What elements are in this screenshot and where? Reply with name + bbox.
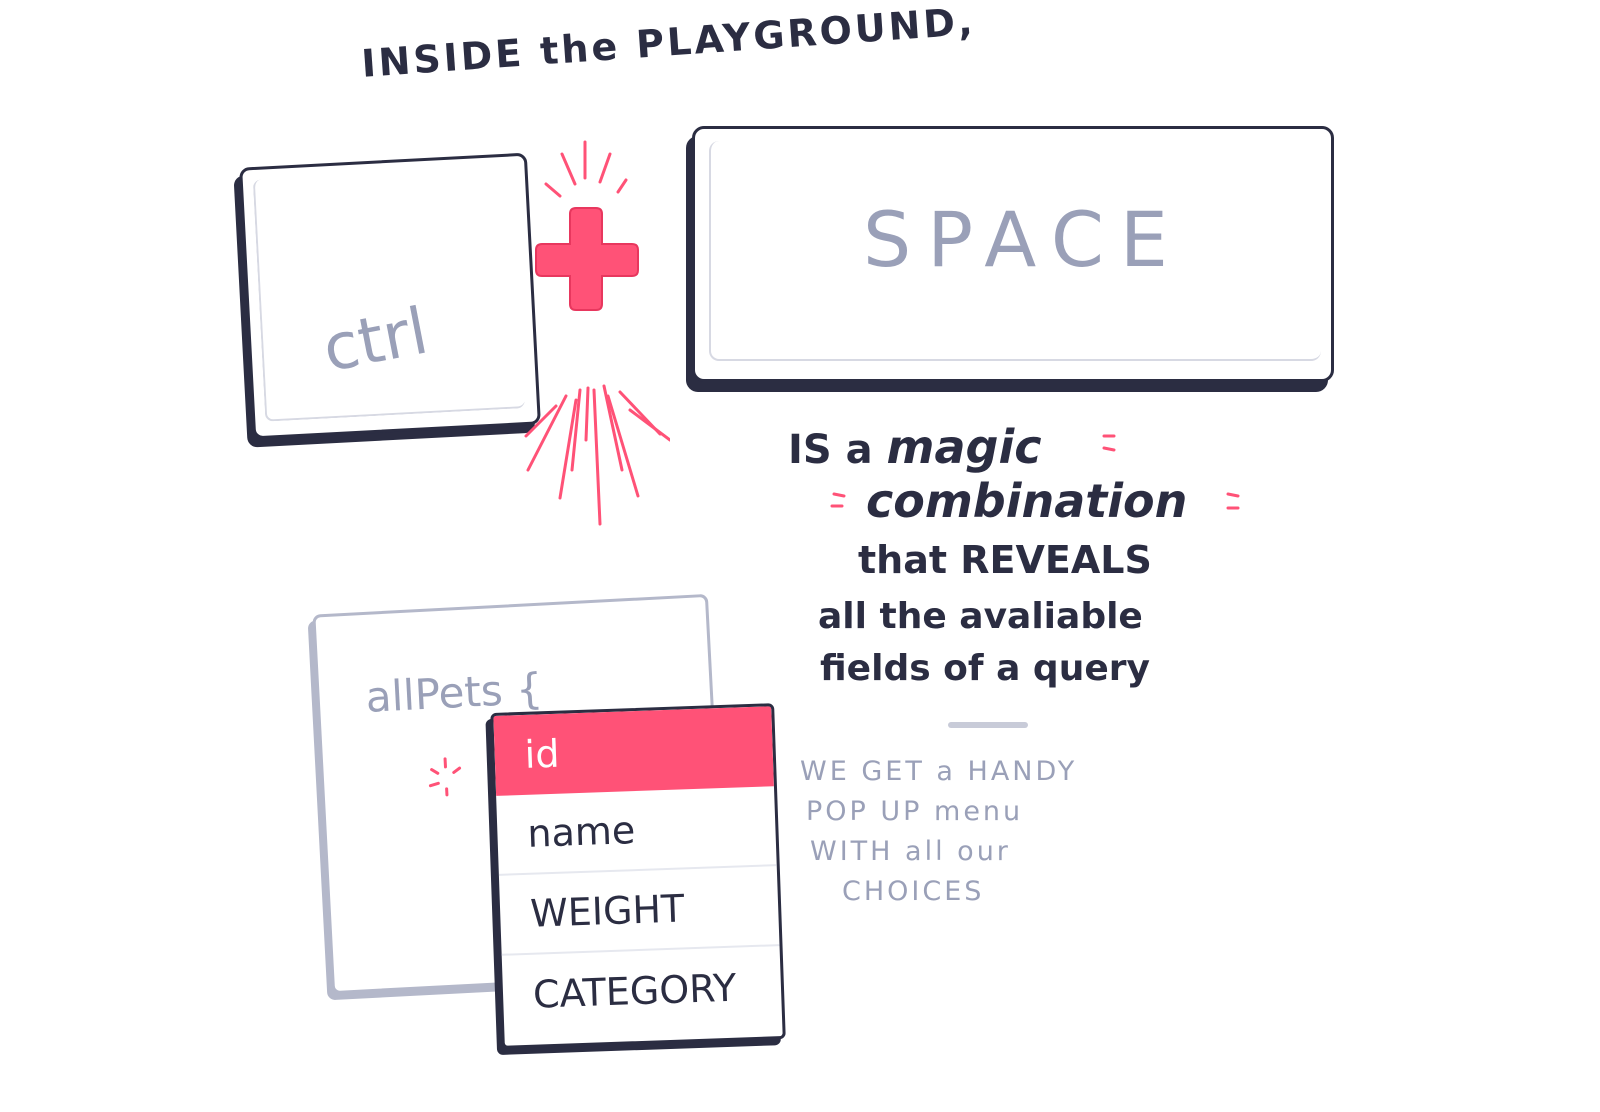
description-line-5: fields of a query	[820, 648, 1150, 689]
menu-item-category[interactable]: CATEGORY	[502, 946, 783, 1036]
plus-icon	[524, 140, 670, 526]
divider	[948, 722, 1028, 728]
space-key-label: SPACE	[863, 195, 1184, 284]
description-line-3: that REVEALS	[858, 538, 1152, 582]
ctrl-key-face	[252, 166, 526, 422]
sparkle-icon	[1226, 492, 1240, 510]
menu-item-label: WEIGHT	[529, 886, 685, 936]
description-line-2: combination	[866, 474, 1188, 528]
menu-item-label: name	[526, 808, 636, 856]
description-line-1: IS a magic	[788, 420, 1041, 474]
sparkle-icon	[1102, 434, 1116, 452]
note-line-2: POP UP menu	[806, 796, 1024, 827]
autocomplete-menu[interactable]: id name WEIGHT CATEGORY	[490, 703, 786, 1049]
space-key: SPACE	[692, 126, 1334, 382]
sparkle-icon	[830, 492, 846, 508]
note-line-3: WITH all our	[810, 836, 1011, 867]
editor-card: allPets {	[312, 593, 728, 995]
description-prefix: IS a	[788, 427, 873, 473]
description-emphasis: magic	[886, 420, 1042, 474]
burst-top-icon	[544, 140, 628, 198]
note-line-1: WE GET a HANDY	[800, 756, 1078, 787]
plus-sign-icon	[535, 207, 639, 311]
burst-bottom-icon	[524, 384, 670, 526]
menu-item-label: id	[523, 731, 561, 777]
menu-item-label: CATEGORY	[532, 965, 738, 1017]
menu-item-name[interactable]: name	[496, 786, 777, 876]
description: IS a magic combination that REVEALS all …	[780, 420, 1300, 720]
menu-item-id[interactable]: id	[493, 706, 774, 796]
page-title: INSIDE the PLAYGROUND,	[360, 0, 977, 86]
cursor-sparkle-icon	[428, 757, 462, 797]
space-key-face	[709, 141, 1321, 361]
ctrl-key: ctrl	[239, 152, 541, 440]
note-line-4: CHOICES	[842, 876, 985, 907]
menu-item-weight[interactable]: WEIGHT	[498, 866, 780, 956]
description-line-4: all the avaliable	[818, 596, 1143, 637]
